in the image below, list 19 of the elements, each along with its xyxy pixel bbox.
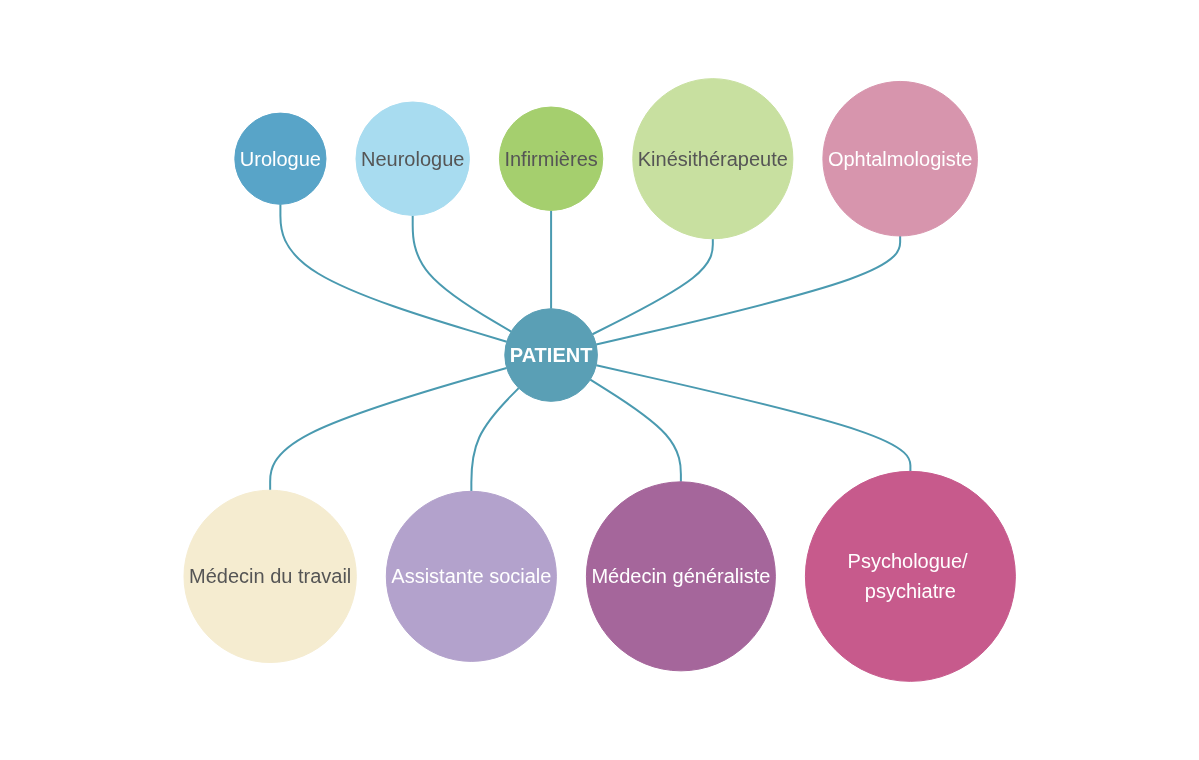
node-circle: Assistante sociale	[385, 490, 557, 662]
connector	[268, 366, 508, 492]
node-circle: Neurologue	[355, 101, 470, 216]
node-circle: Psychologue/ psychiatre	[804, 470, 1016, 682]
connector	[595, 364, 912, 473]
node-circle: Urologue	[234, 112, 327, 205]
connector	[411, 214, 512, 333]
node-circle: Médecin généraliste	[585, 481, 776, 672]
node-circle: Kinésithérapeute	[632, 78, 794, 240]
connector	[549, 209, 552, 310]
connector	[279, 203, 508, 343]
connector	[591, 237, 714, 336]
node-circle: Médecin du travail	[183, 489, 357, 663]
node-circle: Ophtalmologiste	[822, 80, 978, 237]
node-circle: Infirmières	[498, 106, 604, 211]
connector	[595, 234, 901, 346]
node-circle: PATIENT	[504, 308, 598, 402]
connector	[589, 378, 682, 483]
connector	[470, 387, 520, 493]
